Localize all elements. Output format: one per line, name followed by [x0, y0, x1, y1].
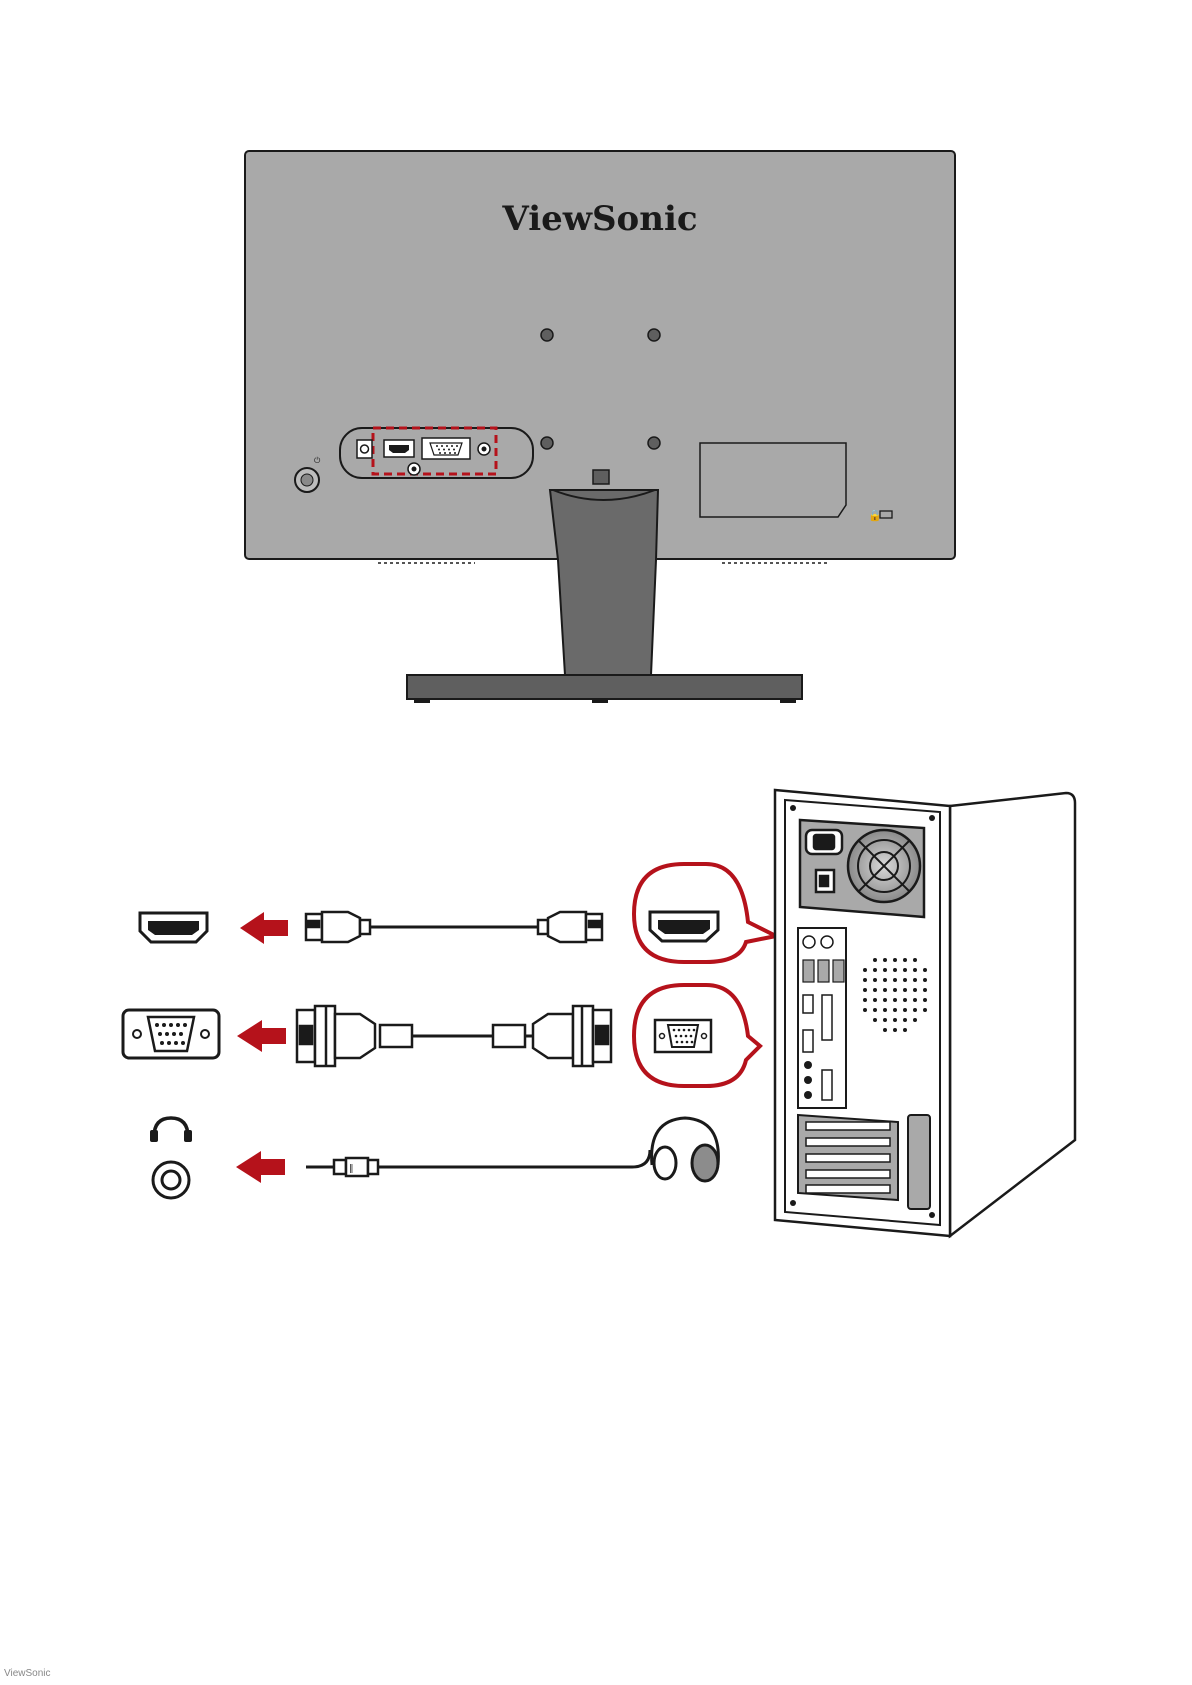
arrow-left-icon	[237, 1020, 286, 1052]
arrow-left-icon	[236, 1151, 285, 1183]
motherboard-io	[798, 928, 846, 1108]
monitor-rear-view: ViewSonic ⏻ 🔒	[245, 151, 955, 703]
headphones-icon	[652, 1118, 719, 1181]
svg-text:‖: ‖	[349, 1164, 354, 1174]
brand-logo: ViewSonic	[501, 199, 697, 239]
vga-port-icon	[123, 1010, 219, 1058]
hdmi-port	[384, 440, 414, 457]
arrow-left-icon	[240, 912, 288, 944]
vga-source-callout	[634, 985, 760, 1086]
svg-text:🔒: 🔒	[868, 509, 882, 522]
audio-out-port	[478, 443, 490, 455]
svg-text:⏻: ⏻	[314, 456, 321, 465]
io-panel	[340, 428, 533, 478]
headphone-symbol-icon	[150, 1118, 192, 1142]
power-supply	[800, 820, 924, 917]
vga-port	[422, 438, 470, 459]
vga-port-icon	[655, 1020, 711, 1052]
hdmi-port-icon	[140, 913, 207, 942]
hdmi-port-icon	[650, 912, 718, 941]
footer-note: ViewSonic	[4, 1668, 51, 1679]
vga-cable-icon	[297, 1006, 611, 1066]
pc-tower	[775, 790, 1075, 1236]
dc-in-port	[357, 440, 372, 458]
hdmi-cable-icon	[306, 912, 602, 942]
audio-jack-icon	[153, 1162, 189, 1198]
hdmi-source-callout	[634, 864, 776, 962]
audio-cable-icon: ‖	[306, 1150, 650, 1176]
expansion-slots	[798, 1115, 930, 1209]
